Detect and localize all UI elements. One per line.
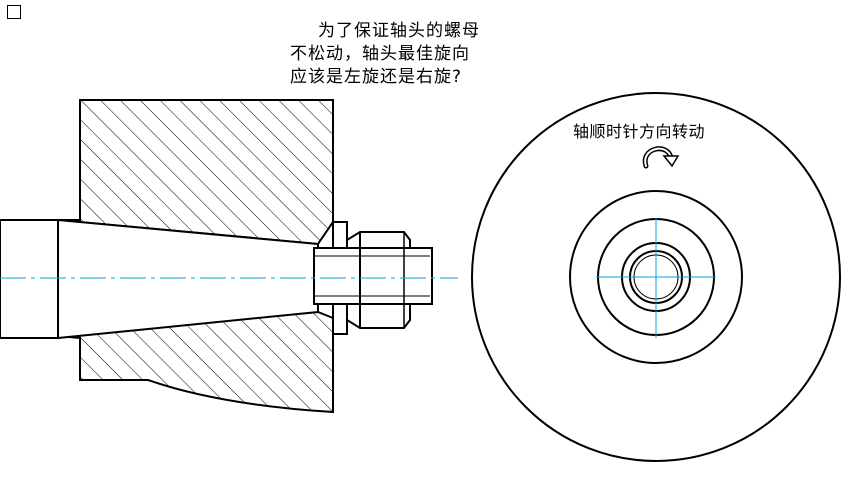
end-view-outer-circle [471, 92, 841, 462]
question-line-2: 不松动，轴头最佳旋向 [290, 44, 470, 64]
corner-checkbox [7, 5, 21, 19]
nut-body-upper [346, 231, 411, 249]
question-line-1: 为了保证轴头的螺母 [318, 21, 480, 41]
housing-lower-section [57, 310, 334, 414]
shaft-taper [57, 218, 319, 340]
question-line-3: 应该是左旋还是右旋? [290, 67, 463, 87]
end-view-housing-circle [569, 190, 743, 364]
shaft-threaded-end [313, 247, 433, 305]
rotation-caption: 轴顺时针方向转动 [573, 122, 706, 141]
housing-upper-section [57, 99, 334, 246]
washer-upper [332, 221, 348, 249]
clockwise-rotation-arrow-icon [642, 146, 680, 169]
shaft-cylinder [0, 219, 59, 339]
washer-lower [332, 303, 348, 335]
nut-body-lower [346, 303, 411, 329]
question-text: 为了保证轴头的螺母 不松动，轴头最佳旋向 应该是左旋还是右旋? [290, 20, 560, 89]
